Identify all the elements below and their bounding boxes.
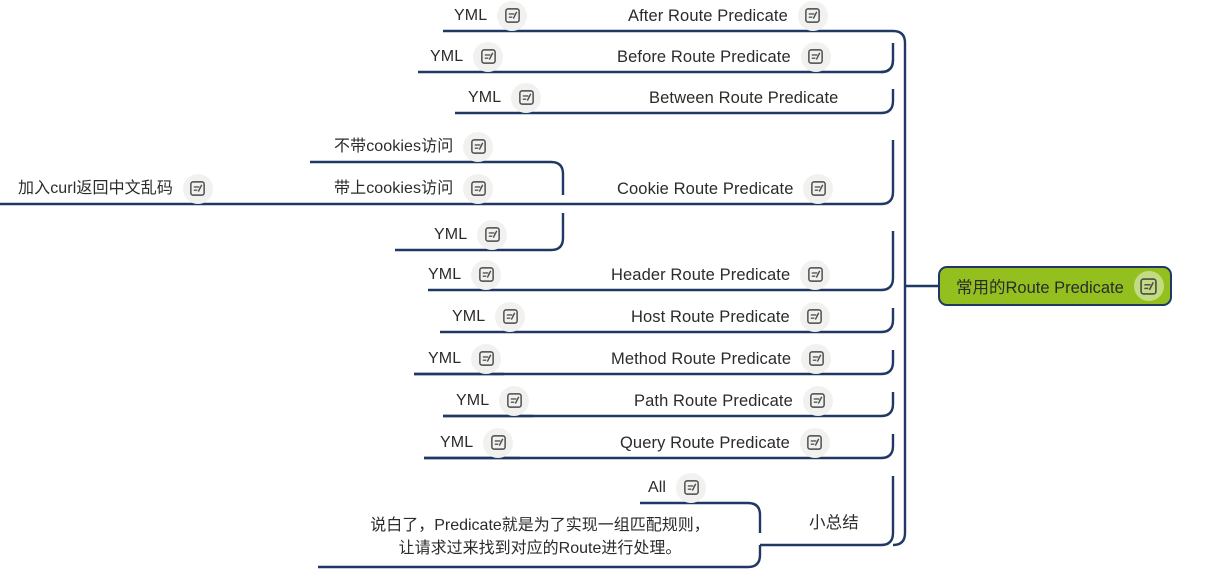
node-label: Before Route Predicate: [617, 47, 791, 66]
note-icon[interactable]: [471, 259, 502, 290]
node-method-route-predicate[interactable]: Method Route Predicate: [611, 343, 832, 374]
node-path-yml[interactable]: YML: [456, 385, 530, 416]
note-icon[interactable]: [473, 41, 504, 72]
note-icon[interactable]: [497, 0, 528, 31]
node-curl-garbled[interactable]: 加入curl返回中文乱码: [18, 173, 213, 204]
node-cookie-without[interactable]: 不带cookies访问: [334, 131, 494, 162]
note-icon[interactable]: [802, 385, 833, 416]
note-icon[interactable]: [483, 427, 514, 458]
node-host-yml[interactable]: YML: [452, 301, 526, 332]
node-label: YML: [456, 391, 490, 409]
node-summary[interactable]: 小总结: [809, 507, 859, 538]
node-label: 小总结: [809, 513, 859, 532]
node-between-route-predicate[interactable]: Between Route Predicate: [649, 82, 838, 113]
root-label: 常用的Route Predicate: [956, 279, 1124, 297]
note-icon[interactable]: [463, 173, 494, 204]
node-label: YML: [428, 265, 462, 283]
root-node[interactable]: 常用的Route Predicate: [938, 266, 1172, 306]
note-icon[interactable]: [676, 472, 707, 503]
node-header-yml[interactable]: YML: [428, 259, 502, 290]
node-query-yml[interactable]: YML: [440, 427, 514, 458]
note-icon[interactable]: [799, 301, 830, 332]
note-icon[interactable]: [797, 0, 828, 31]
node-label: YML: [454, 6, 488, 24]
node-label: All: [648, 478, 667, 496]
node-label: YML: [434, 225, 468, 243]
note-icon[interactable]: [471, 343, 502, 374]
node-label: Method Route Predicate: [611, 349, 792, 368]
summary-line-1: 说白了，Predicate就是为了实现一组匹配规则，: [370, 517, 710, 534]
node-label: Path Route Predicate: [634, 391, 793, 410]
node-label: After Route Predicate: [628, 6, 788, 25]
node-label: YML: [468, 88, 502, 106]
note-icon[interactable]: [477, 219, 508, 250]
node-before-yml[interactable]: YML: [430, 41, 504, 72]
node-label: 加入curl返回中文乱码: [18, 179, 173, 197]
note-icon[interactable]: [511, 82, 542, 113]
node-after-yml[interactable]: YML: [454, 0, 528, 31]
node-before-route-predicate[interactable]: Before Route Predicate: [617, 41, 831, 72]
node-label: 带上cookies访问: [334, 179, 454, 197]
note-icon[interactable]: [499, 385, 530, 416]
note-icon[interactable]: [495, 301, 526, 332]
node-host-route-predicate[interactable]: Host Route Predicate: [631, 301, 830, 332]
node-after-route-predicate[interactable]: After Route Predicate: [628, 0, 828, 31]
node-summary-text[interactable]: 说白了，Predicate就是为了实现一组匹配规则， 让请求过来找到对应的Rou…: [330, 514, 750, 560]
node-label: YML: [440, 433, 474, 451]
node-label: Cookie Route Predicate: [617, 179, 794, 198]
note-icon[interactable]: [801, 343, 832, 374]
node-cookie-route-predicate[interactable]: Cookie Route Predicate: [617, 173, 834, 204]
node-cookie-with[interactable]: 带上cookies访问: [334, 173, 494, 204]
node-summary-all[interactable]: All: [648, 472, 707, 503]
note-icon[interactable]: [182, 173, 213, 204]
node-label: YML: [430, 47, 464, 65]
node-method-yml[interactable]: YML: [428, 343, 502, 374]
node-label: Between Route Predicate: [649, 88, 839, 107]
summary-line-2: 让请求过来找到对应的Route进行处理。: [398, 540, 682, 557]
node-between-yml[interactable]: YML: [468, 82, 542, 113]
note-icon[interactable]: [1133, 271, 1164, 301]
note-icon[interactable]: [803, 173, 834, 204]
note-icon[interactable]: [799, 427, 830, 458]
node-cookie-yml[interactable]: YML: [434, 219, 508, 250]
node-query-route-predicate[interactable]: Query Route Predicate: [620, 427, 830, 458]
node-header-route-predicate[interactable]: Header Route Predicate: [611, 259, 831, 290]
node-label: YML: [428, 349, 462, 367]
node-label: YML: [452, 307, 486, 325]
node-path-route-predicate[interactable]: Path Route Predicate: [634, 385, 833, 416]
node-label: Query Route Predicate: [620, 433, 790, 452]
node-label: Header Route Predicate: [611, 265, 791, 284]
note-icon[interactable]: [800, 259, 831, 290]
note-icon[interactable]: [463, 131, 494, 162]
note-icon[interactable]: [800, 41, 831, 72]
node-label: 不带cookies访问: [334, 137, 454, 155]
node-label: Host Route Predicate: [631, 307, 790, 326]
